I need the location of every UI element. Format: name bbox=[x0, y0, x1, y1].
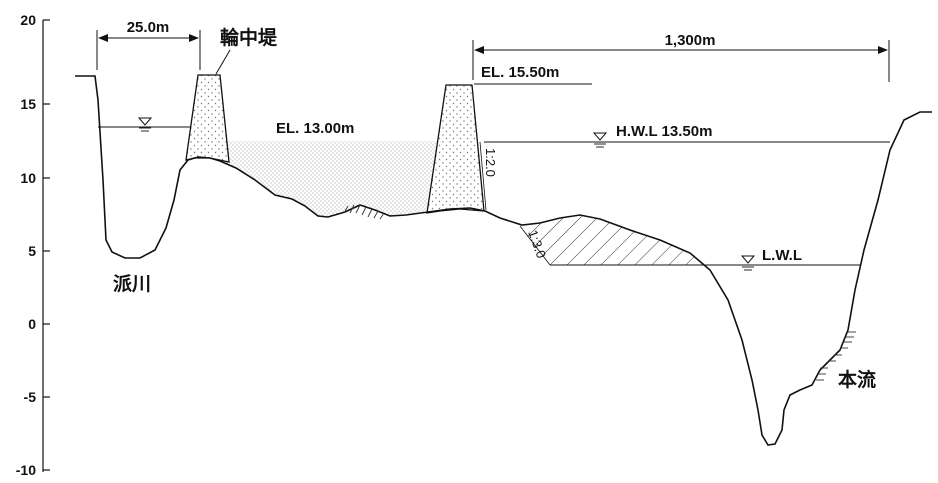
lwl-label: L.W.L bbox=[762, 247, 802, 264]
y-tick-label: -5 bbox=[24, 389, 37, 405]
y-axis: 20 15 10 5 0 -5 -10 bbox=[16, 12, 50, 478]
rock-texture-main-river bbox=[816, 331, 856, 381]
dike-width-dimension: 25.0m bbox=[96, 19, 201, 70]
flood-area-elevation-label: EL. 13.00m bbox=[276, 120, 354, 137]
dike-width-label: 25.0m bbox=[127, 19, 170, 36]
lwl-marker bbox=[740, 255, 756, 271]
slope-guide-levee bbox=[479, 141, 487, 211]
hatched-fill-area bbox=[522, 215, 706, 265]
ring-dike-label: 輪中堤 bbox=[220, 26, 278, 49]
y-tick-label: 0 bbox=[28, 316, 36, 332]
branch-river-label: 派川 bbox=[113, 273, 151, 295]
hwl-marker bbox=[592, 132, 608, 148]
y-tick-label: -10 bbox=[16, 462, 36, 478]
y-tick-label: 15 bbox=[20, 96, 36, 112]
slope-guide-bank bbox=[519, 225, 551, 266]
y-tick-label: 20 bbox=[20, 12, 36, 28]
hwl-label: H.W.L 13.50m bbox=[616, 123, 712, 140]
rock-texture-center bbox=[343, 204, 385, 220]
ring-dike-leader bbox=[215, 49, 231, 75]
levee-distance-dimension: 1,300m bbox=[472, 32, 890, 82]
y-tick-label: 10 bbox=[20, 170, 36, 186]
levee-crown-elevation-label: EL. 15.50m bbox=[481, 64, 559, 81]
main-river-label: 本流 bbox=[838, 368, 876, 391]
levee-distance-label: 1,300m bbox=[665, 32, 716, 49]
y-tick-label: 5 bbox=[28, 243, 36, 259]
ring-dike bbox=[185, 74, 230, 163]
flood-storage-area bbox=[226, 141, 438, 217]
levee-slope-label: 1:2.0 bbox=[483, 148, 498, 177]
water-level-marker bbox=[137, 117, 153, 132]
ground-profile bbox=[75, 75, 932, 446]
